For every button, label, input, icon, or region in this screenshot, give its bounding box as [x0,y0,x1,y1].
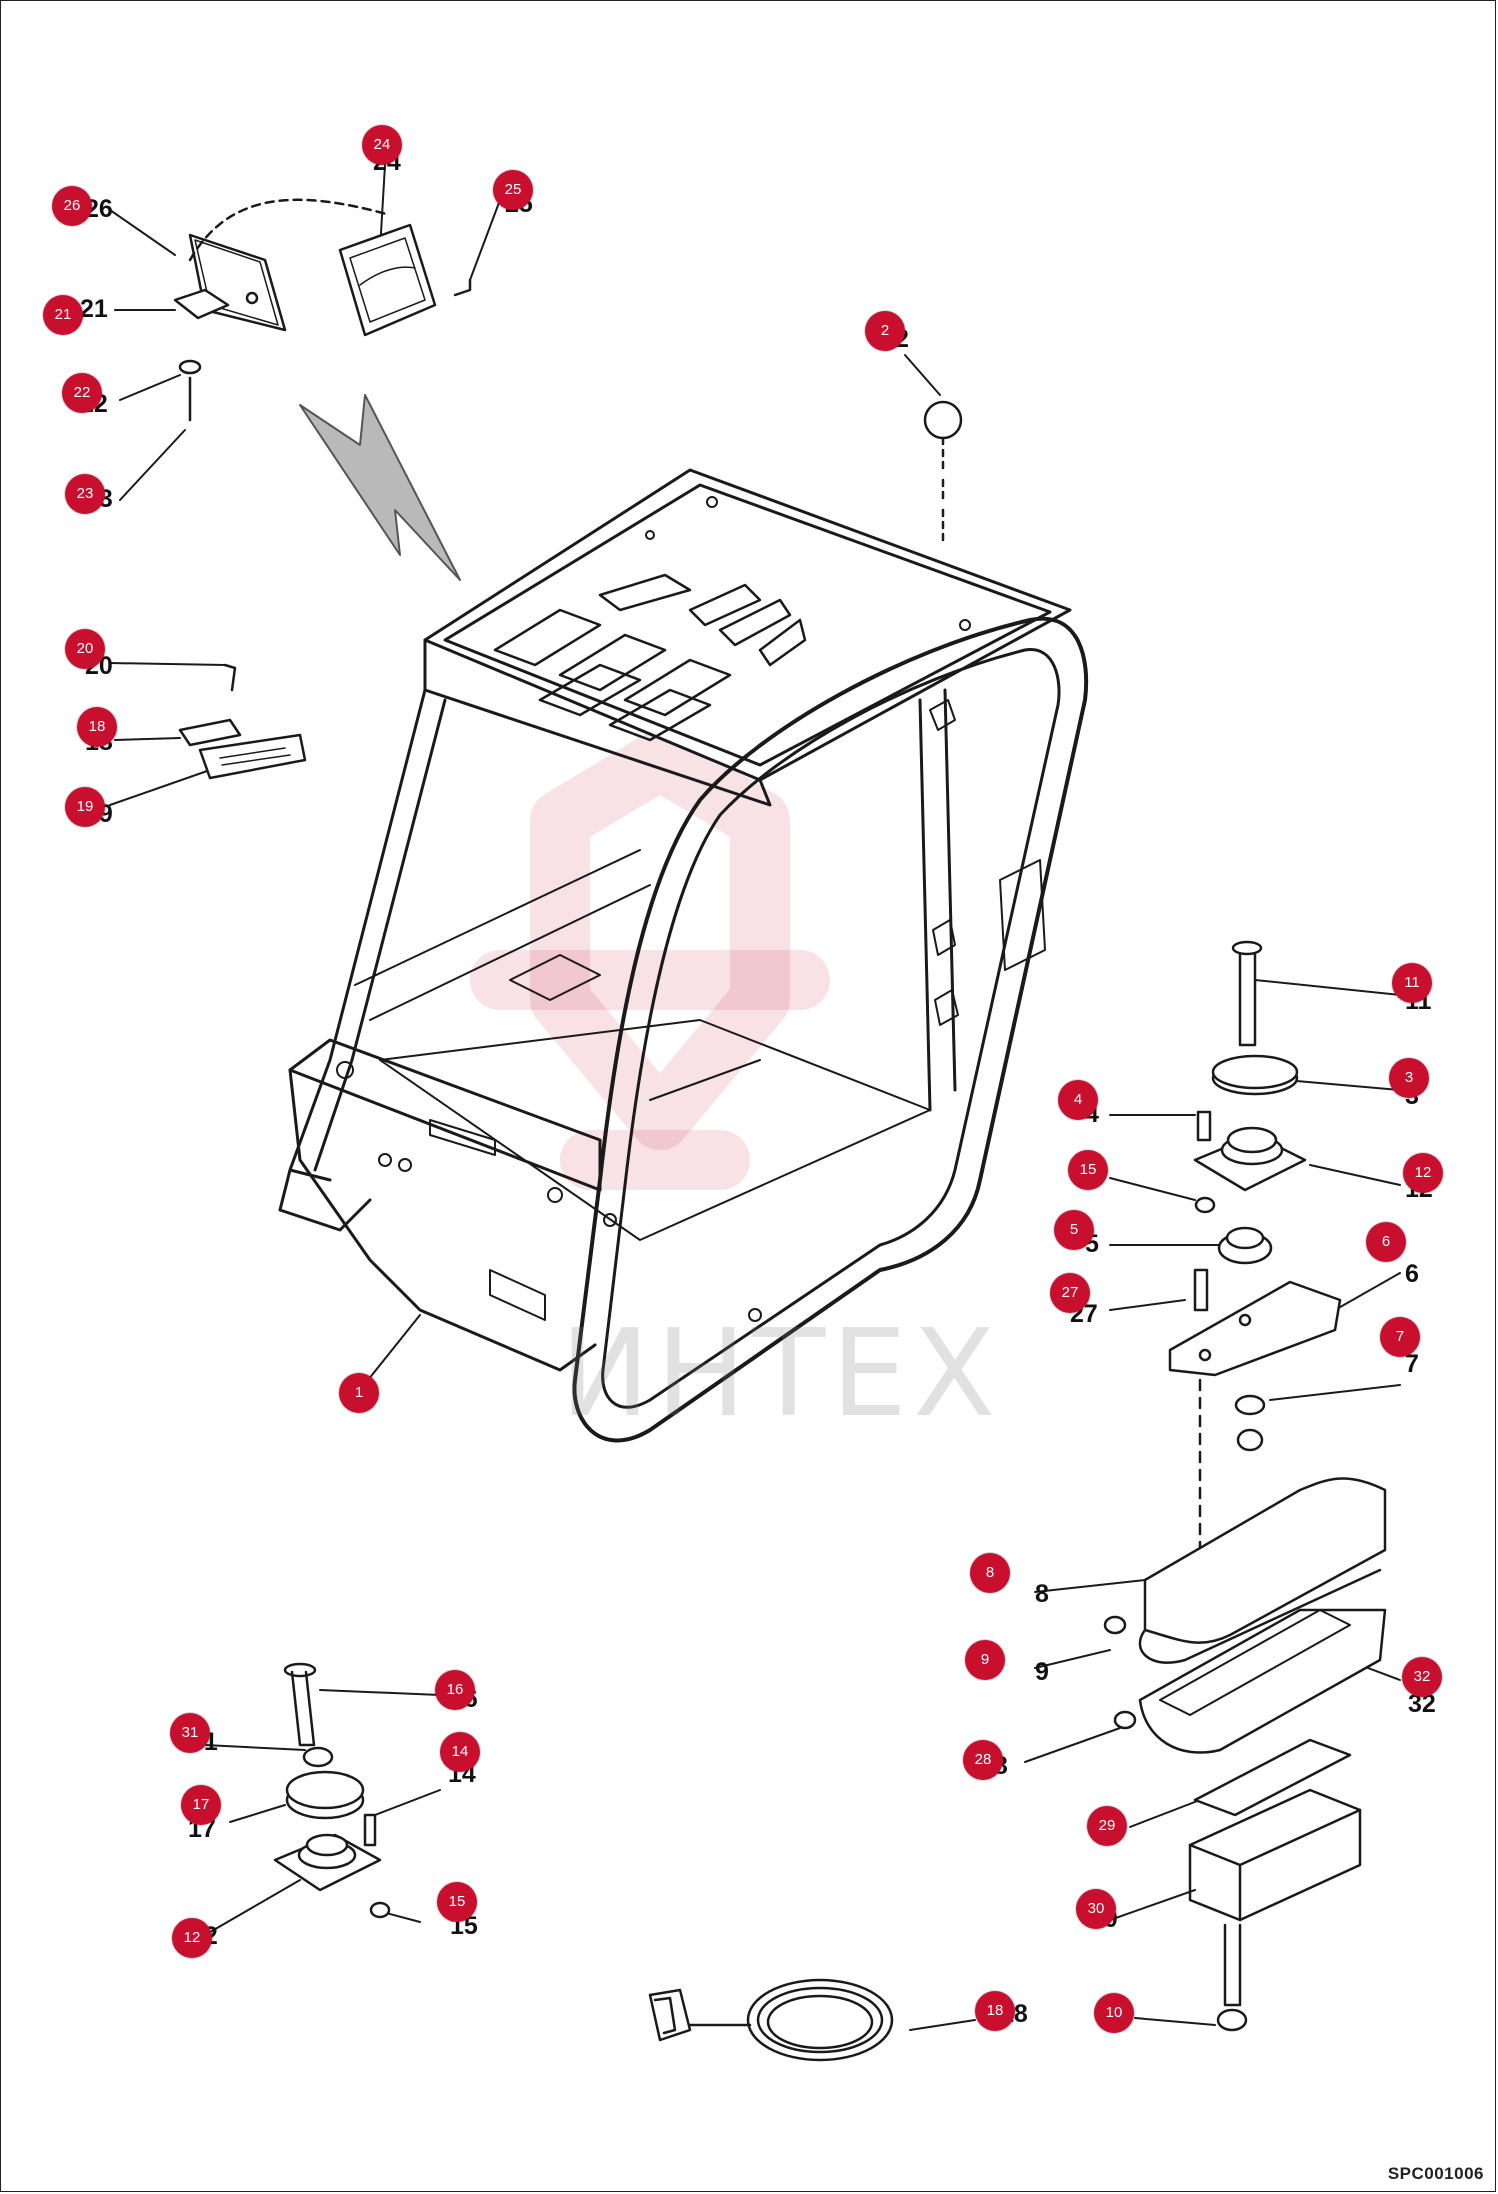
callout-20[interactable]: 20 [65,629,105,669]
callout-16[interactable]: 16 [435,1670,475,1710]
callout-32[interactable]: 32 [1402,1657,1442,1697]
part-number: 8 [1035,1580,1049,1608]
callout-4[interactable]: 4 [1058,1080,1098,1120]
callout-15[interactable]: 15 [1068,1150,1108,1190]
callout-29[interactable]: 29 [1087,1806,1127,1846]
callout-5[interactable]: 5 [1054,1210,1094,1250]
cab-frame [278,468,1089,1443]
callout-21[interactable]: 21 [43,295,83,335]
leader-lines [109,164,1401,2031]
callout-18[interactable]: 18 [77,707,117,747]
callout-7[interactable]: 7 [1380,1317,1420,1357]
diagram-code: SPC001006 [1387,2164,1484,2183]
callout-10[interactable]: 10 [1094,1993,1134,2033]
callout-23[interactable]: 23 [65,474,105,514]
edge-trim-coil [648,1978,894,2062]
callout-6[interactable]: 6 [1366,1222,1406,1262]
callout-12[interactable]: 12 [1403,1153,1443,1193]
callout-26[interactable]: 26 [52,186,92,226]
callout-27[interactable]: 27 [1050,1273,1090,1313]
part-number: 6 [1405,1260,1419,1288]
callout-30[interactable]: 30 [1076,1889,1116,1929]
callout-22[interactable]: 22 [62,373,102,413]
callout-8[interactable]: 8 [970,1553,1010,1593]
callout-12b[interactable]: 12 [172,1918,212,1958]
callout-17[interactable]: 17 [181,1785,221,1825]
callout-1[interactable]: 1 [339,1373,379,1413]
watermark-logo [470,730,830,1190]
cover-plate-assembly [173,198,963,780]
callout-15b[interactable]: 15 [437,1882,477,1922]
callout-9[interactable]: 9 [965,1640,1005,1680]
part-number: 7 [1405,1350,1419,1378]
part-number: 21 [80,295,108,323]
callout-24[interactable]: 24 [362,125,402,165]
callout-14[interactable]: 14 [440,1732,480,1772]
callout-18b[interactable]: 18 [975,1991,1015,2031]
callout-19[interactable]: 19 [65,787,105,827]
callout-11[interactable]: 11 [1392,963,1432,1003]
mount-assembly-right [1103,940,1387,2032]
callout-2[interactable]: 2 [865,311,905,351]
part-number: 9 [1035,1658,1049,1686]
pointer-arrow [299,394,461,581]
callout-28[interactable]: 28 [963,1740,1003,1780]
callout-31[interactable]: 31 [170,1713,210,1753]
callout-25[interactable]: 25 [493,170,533,210]
callout-3[interactable]: 3 [1389,1058,1429,1098]
mount-assembly-left [273,1662,391,1919]
watermark-text: ИНТЕХ [560,1305,1002,1444]
